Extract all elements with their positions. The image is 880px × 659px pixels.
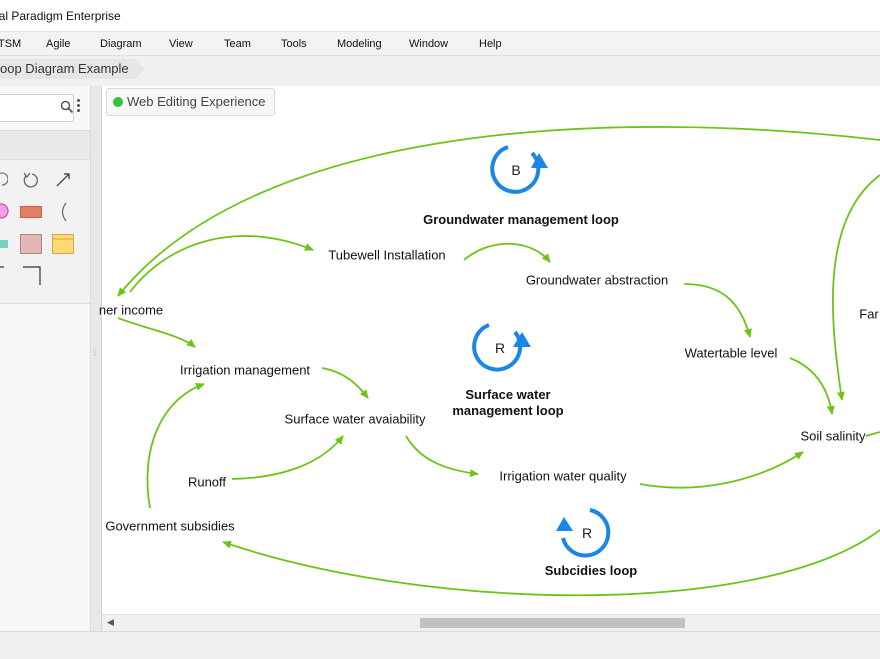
tool-palette [0, 160, 90, 304]
more-options-icon[interactable] [77, 99, 81, 114]
panel-section-header [0, 130, 90, 160]
search-icon[interactable] [60, 100, 74, 114]
link-quality-to-salinity[interactable] [639, 451, 804, 489]
node-runoff[interactable]: Runoff [187, 474, 227, 490]
status-dot-icon [113, 97, 123, 107]
link-income-to-irrigation-mgmt[interactable] [117, 317, 196, 348]
node-farmer-income[interactable]: ner income [98, 302, 164, 318]
link-salinity-to-subsidies[interactable] [222, 529, 880, 597]
status-bar [0, 631, 880, 659]
web-editing-label: Web Editing Experience [127, 94, 266, 109]
link-tubewell-to-abstraction[interactable] [463, 242, 551, 263]
link-tool-icon[interactable] [55, 172, 71, 188]
menu-tools[interactable]: Tools [281, 38, 307, 50]
link-income-to-tubewell[interactable] [129, 235, 314, 293]
node-surface-water-availability[interactable]: Surface water avaiability [284, 411, 426, 427]
curve-tool-icon[interactable] [58, 202, 68, 222]
loop-letter-groundwater: B [511, 162, 521, 178]
link-irrigation-mgmt-to-surface[interactable] [321, 367, 369, 399]
node-partial-right[interactable]: Far [859, 306, 879, 322]
link-runoff-to-surface[interactable] [231, 435, 344, 480]
menu-team[interactable]: Team [224, 38, 251, 50]
node-watertable-level[interactable]: Watertable level [684, 345, 778, 361]
window-title: ual Paradigm Enterprise [0, 9, 121, 23]
menu-agile[interactable]: Agile [46, 38, 71, 50]
breadcrumb: oop Diagram Example [0, 56, 880, 82]
node-soil-salinity[interactable]: Soil salinity [800, 428, 866, 444]
splitter-grip-icon[interactable]: ⦙ [94, 348, 97, 358]
loop-symbol-groundwater [490, 145, 548, 194]
node-government-subsidies[interactable]: Government subsidies [105, 518, 235, 534]
link-outer-top[interactable] [117, 126, 880, 297]
loop-symbol-surface [472, 323, 531, 372]
menu-window[interactable]: Window [409, 38, 449, 50]
node-irrigation-management[interactable]: Irrigation management [179, 362, 311, 378]
node-groundwater-abstraction[interactable]: Groundwater abstraction [525, 272, 669, 288]
node-tubewell-installation[interactable]: Tubewell Installation [328, 247, 446, 263]
variable-tool-icon[interactable] [0, 202, 10, 220]
scroll-left-icon[interactable]: ◀ [107, 617, 114, 627]
link-abstraction-to-watertable[interactable] [683, 283, 752, 338]
loop-label-surface-line2: management loop [452, 403, 564, 418]
loop-symbol-subsidies [556, 508, 611, 558]
reinforcing-loop-tool-icon[interactable] [0, 170, 8, 188]
menu-view[interactable]: View [169, 38, 193, 50]
shape-tool-icon[interactable] [20, 234, 42, 254]
menu-help[interactable]: Help [479, 38, 502, 50]
loop-letter-subsidies: R [581, 525, 593, 541]
note-tool-icon[interactable] [52, 234, 74, 254]
connector-tool-icon[interactable] [22, 266, 42, 286]
menu-tsm[interactable]: TSM [0, 38, 22, 50]
link-watertable-to-salinity[interactable] [789, 357, 835, 415]
loop-label-subsidies[interactable]: Subcidies loop [544, 563, 638, 578]
link-surface-to-quality[interactable] [405, 435, 479, 478]
menu-diagram[interactable]: Diagram [100, 38, 142, 50]
web-editing-tab[interactable]: Web Editing Experience [106, 88, 275, 116]
stock-tool-icon[interactable] [20, 206, 42, 218]
link-right-down-to-salinity[interactable] [832, 174, 880, 401]
breadcrumb-item-diagram[interactable]: oop Diagram Example [0, 59, 145, 79]
node-irrigation-water-quality[interactable]: Irrigation water quality [499, 468, 627, 484]
loop-letter-surface: R [494, 340, 506, 356]
menu-bar: TSM Agile Diagram View Team Tools Modeli… [0, 32, 880, 56]
loop-label-surface-line1: Surface water [465, 387, 551, 402]
flow-tool-icon[interactable] [0, 240, 10, 248]
link-salinity-right [865, 431, 880, 437]
title-bar: ual Paradigm Enterprise [0, 0, 880, 32]
diagram-toolbar-panel [0, 86, 91, 631]
loop-label-groundwater[interactable]: Groundwater management loop [423, 212, 619, 227]
loop-label-surface[interactable]: Surface water management loop [452, 387, 563, 419]
horizontal-scrollbar[interactable]: ◀ [102, 614, 880, 631]
scroll-thumb[interactable] [420, 618, 685, 628]
panel-splitter[interactable]: ⦙ [91, 86, 102, 631]
menu-modeling[interactable]: Modeling [337, 38, 382, 50]
balancing-loop-tool-icon[interactable] [22, 171, 40, 189]
anchor-tool-icon[interactable] [0, 266, 6, 274]
link-subsidies-to-irrigation-mgmt[interactable] [146, 382, 205, 509]
